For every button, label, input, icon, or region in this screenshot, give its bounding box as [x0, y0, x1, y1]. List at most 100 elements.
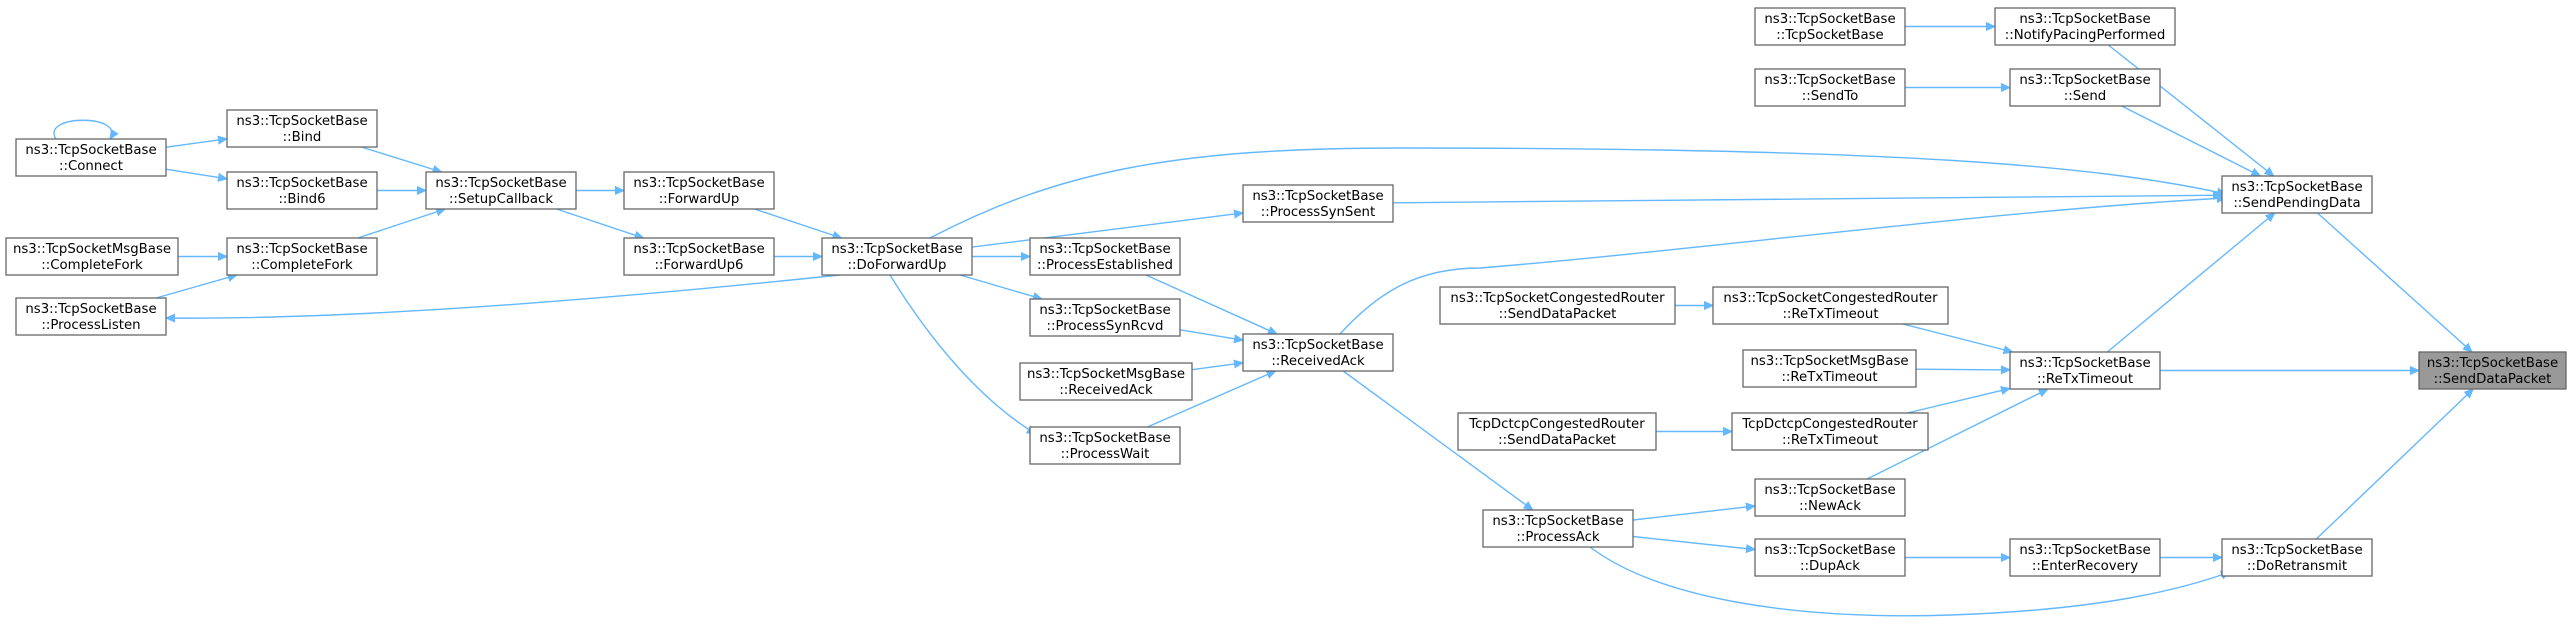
- node-bind[interactable]: ns3::TcpSocketBase::Bind: [226, 109, 378, 148]
- node-dctcp-send[interactable]: TcpDctcpCongestedRouter::SendDataPacket: [1457, 412, 1657, 451]
- node-box[interactable]: [1712, 286, 1949, 325]
- node-box[interactable]: [1754, 7, 1906, 46]
- node-new-ack[interactable]: ns3::TcpSocketBase::NewAck: [1754, 478, 1906, 517]
- node-box[interactable]: [2221, 175, 2373, 214]
- edge-process_ack-to-new_ack: [1632, 506, 1755, 521]
- edge-process_established-to-received_ack: [1145, 274, 1277, 335]
- node-complete-fork[interactable]: ns3::TcpSocketBase::CompleteFork: [226, 237, 378, 276]
- node-label-line2: ::ProcessWait: [1061, 447, 1150, 462]
- node-label-line2: ::ReTxTimeout: [1782, 307, 1878, 322]
- node-box[interactable]: [15, 297, 167, 336]
- node-label-line2: ::SendPendingData: [2233, 196, 2360, 211]
- node-label-line1: ns3::TcpSocketCongestedRouter: [1450, 291, 1665, 306]
- node-label-line2: ::ProcessAck: [1516, 530, 1600, 545]
- node-setup-callback[interactable]: ns3::TcpSocketBase::SetupCallback: [425, 171, 577, 210]
- node-label-line1: ns3::TcpSocketBase: [25, 143, 156, 158]
- node-label-line2: ::Bind6: [278, 192, 325, 207]
- node-box[interactable]: [2009, 538, 2161, 577]
- node-box[interactable]: [1242, 333, 1394, 372]
- node-box[interactable]: [1754, 538, 1906, 577]
- node-ctor[interactable]: ns3::TcpSocketBase::TcpSocketBase: [1754, 7, 1906, 46]
- node-box[interactable]: [1457, 412, 1657, 451]
- node-label-line1: ns3::TcpSocketBase: [1252, 189, 1383, 204]
- node-enter-recovery[interactable]: ns3::TcpSocketBase::EnterRecovery: [2009, 538, 2161, 577]
- node-box[interactable]: [226, 237, 378, 276]
- node-box[interactable]: [226, 109, 378, 148]
- node-label-line1: ns3::TcpSocketBase: [1492, 514, 1623, 529]
- node-label-line2: ::ReTxTimeout: [1781, 370, 1877, 385]
- node-box[interactable]: [623, 237, 775, 276]
- node-box[interactable]: [1754, 68, 1906, 107]
- node-label-line2: ::Bind: [283, 130, 322, 145]
- node-label-line2: ::SendDataPacket: [1499, 307, 1617, 322]
- node-box[interactable]: [226, 171, 378, 210]
- node-connect[interactable]: ns3::TcpSocketBase::Connect: [15, 138, 167, 177]
- node-box[interactable]: [2418, 351, 2567, 390]
- edge-send-to-send_pending_data: [2121, 105, 2261, 177]
- node-label-line1: ns3::TcpSocketBase: [1764, 12, 1895, 27]
- node-box[interactable]: [1731, 412, 1929, 451]
- node-label-line1: ns3::TcpSocketCongestedRouter: [1723, 291, 1938, 306]
- node-label-line2: ::Connect: [59, 159, 123, 174]
- edge-do_forward_up-to-process_syn_sent: [971, 213, 1243, 248]
- node-dctcp-retx[interactable]: TcpDctcpCongestedRouter::ReTxTimeout: [1731, 412, 1929, 451]
- node-send-data-packet[interactable]: ns3::TcpSocketBase::SendDataPacket: [2418, 351, 2567, 390]
- node-box[interactable]: [1029, 426, 1181, 465]
- node-box[interactable]: [2221, 538, 2373, 577]
- node-cong-router-retx[interactable]: ns3::TcpSocketCongestedRouter::ReTxTimeo…: [1712, 286, 1949, 325]
- node-process-listen[interactable]: ns3::TcpSocketBase::ProcessListen: [15, 297, 167, 336]
- node-forward-up6[interactable]: ns3::TcpSocketBase::ForwardUp6: [623, 237, 775, 276]
- node-box[interactable]: [1439, 286, 1676, 325]
- node-box[interactable]: [1029, 298, 1181, 337]
- node-do-forward-up[interactable]: ns3::TcpSocketBase::DoForwardUp: [821, 237, 973, 276]
- node-box[interactable]: [5, 237, 179, 276]
- node-label-line2: ::DoRetransmit: [2247, 559, 2347, 574]
- node-box[interactable]: [623, 171, 775, 210]
- node-box[interactable]: [1029, 237, 1181, 276]
- node-box[interactable]: [1482, 509, 1634, 548]
- edge-new_ack-to-retx_timeout: [1866, 388, 2048, 480]
- node-process-established[interactable]: ns3::TcpSocketBase::ProcessEstablished: [1029, 237, 1181, 276]
- node-process-wait[interactable]: ns3::TcpSocketBase::ProcessWait: [1029, 426, 1181, 465]
- node-process-syn-sent[interactable]: ns3::TcpSocketBase::ProcessSynSent: [1242, 184, 1394, 223]
- edge-forward_up-to-do_forward_up: [754, 208, 842, 238]
- node-msgbase-complete-fork[interactable]: ns3::TcpSocketMsgBase::CompleteFork: [5, 237, 179, 276]
- node-label-line2: ::ProcessEstablished: [1037, 258, 1173, 273]
- node-forward-up[interactable]: ns3::TcpSocketBase::ForwardUp: [623, 171, 775, 210]
- node-msgbase-received-ack[interactable]: ns3::TcpSocketMsgBase::ReceivedAck: [1019, 362, 1193, 401]
- node-label-line2: ::ReceivedAck: [1271, 354, 1365, 369]
- node-notify-pacing[interactable]: ns3::TcpSocketBase::NotifyPacingPerforme…: [1994, 7, 2176, 46]
- node-box[interactable]: [1242, 184, 1394, 223]
- node-do-retransmit[interactable]: ns3::TcpSocketBase::DoRetransmit: [2221, 538, 2373, 577]
- node-label-line1: ns3::TcpSocketBase: [1764, 543, 1895, 558]
- node-label-line1: TcpDctcpCongestedRouter: [1741, 417, 1918, 432]
- edge-retx_timeout-to-send_pending_data: [2106, 213, 2274, 353]
- node-box[interactable]: [821, 237, 973, 276]
- node-label-line2: ::SendDataPacket: [1498, 433, 1616, 448]
- node-send[interactable]: ns3::TcpSocketBase::Send: [2009, 68, 2161, 107]
- node-sendto[interactable]: ns3::TcpSocketBase::SendTo: [1754, 68, 1906, 107]
- node-received-ack[interactable]: ns3::TcpSocketBase::ReceivedAck: [1242, 333, 1394, 372]
- node-retx-timeout[interactable]: ns3::TcpSocketBase::ReTxTimeout: [2009, 351, 2161, 390]
- node-box[interactable]: [1754, 478, 1906, 517]
- node-send-pending-data[interactable]: ns3::TcpSocketBase::SendPendingData: [2221, 175, 2373, 214]
- node-label-line1: ns3::TcpSocketBase: [1252, 338, 1383, 353]
- node-box[interactable]: [2009, 351, 2161, 390]
- node-label-line2: ::NotifyPacingPerformed: [2005, 28, 2166, 43]
- node-dup-ack[interactable]: ns3::TcpSocketBase::DupAck: [1754, 538, 1906, 577]
- edge-connect-to-connect: [53, 119, 112, 139]
- node-msgbase-retx[interactable]: ns3::TcpSocketMsgBase::ReTxTimeout: [1742, 349, 1917, 388]
- edge-process_wait-to-received_ack: [1147, 370, 1275, 428]
- node-box[interactable]: [2009, 68, 2161, 107]
- node-label-line2: ::DoForwardUp: [848, 258, 947, 273]
- node-box[interactable]: [1994, 7, 2176, 46]
- node-box[interactable]: [1019, 362, 1193, 401]
- node-box[interactable]: [1742, 349, 1917, 388]
- node-process-ack[interactable]: ns3::TcpSocketBase::ProcessAck: [1482, 509, 1634, 548]
- node-label-line1: ns3::TcpSocketBase: [435, 176, 566, 191]
- node-cong-router-send[interactable]: ns3::TcpSocketCongestedRouter::SendDataP…: [1439, 286, 1676, 325]
- node-box[interactable]: [15, 138, 167, 177]
- node-process-syn-rcvd[interactable]: ns3::TcpSocketBase::ProcessSynRcvd: [1029, 298, 1181, 337]
- node-bind6[interactable]: ns3::TcpSocketBase::Bind6: [226, 171, 378, 210]
- node-box[interactable]: [425, 171, 577, 210]
